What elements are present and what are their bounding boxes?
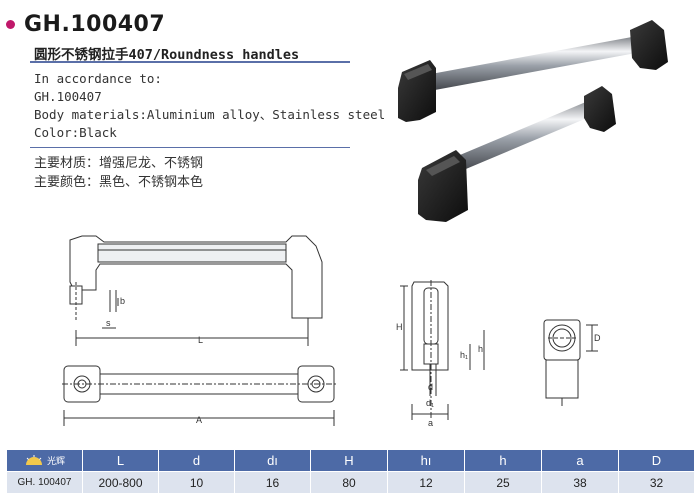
table-cell-a: 38 (541, 471, 619, 494)
brand-cell: 光辉 (6, 449, 83, 472)
table-header-h1: hı (387, 449, 465, 472)
model-cell: GH. 100407 (6, 471, 83, 494)
brand-name: 光辉 (46, 456, 65, 466)
spec-table: 光辉 L d dı H hı h a D GH. 100407 200-800 … (6, 449, 695, 494)
info-divider (30, 147, 350, 148)
table-header-h: h (464, 449, 542, 472)
table-cell-L: 200-800 (82, 471, 159, 494)
table-cell-d: 10 (158, 471, 235, 494)
info-line: Color:Black (34, 125, 117, 140)
dim-label-h: h (478, 344, 483, 354)
dim-label-H: H (396, 322, 403, 332)
dim-label-b: b (120, 296, 125, 306)
dim-label-h1: h₁ (460, 350, 468, 360)
dim-label-d: d (428, 382, 433, 392)
table-row: GH. 100407 200-800 10 16 80 12 25 38 32 (6, 471, 695, 494)
top-view-drawing (62, 365, 338, 426)
info-line: GH.100407 (34, 89, 102, 104)
dim-label-D: D (594, 333, 601, 343)
cn-line: 主要颜色：黑色、不锈钢本色 (34, 175, 204, 190)
table-header-row: 光辉 L d dı H hı h a D (6, 449, 695, 472)
table-cell-h1: 12 (387, 471, 465, 494)
cn-info: 主要材质：增强尼龙、不锈钢 主要颜色：黑色、不锈钢本色 (34, 154, 203, 192)
table-cell-D: 32 (618, 471, 695, 494)
page-title: GH.100407 (24, 11, 166, 37)
cross-section-drawing (543, 319, 598, 406)
cn-line: 主要材质：增强尼龙、不锈钢 (34, 156, 204, 171)
table-header-d: d (158, 449, 235, 472)
technical-drawing: b s L A H h₁ h d d₁ a (62, 20, 668, 428)
table-cell-d1: 16 (234, 471, 311, 494)
sun-logo-icon (25, 455, 42, 465)
table-header-D: D (618, 449, 695, 472)
handle-photo-lower (418, 86, 616, 222)
table-header-a: a (541, 449, 619, 472)
handle-photo-upper (398, 20, 668, 122)
title-bullet (6, 19, 15, 29)
dim-label-L: L (198, 335, 203, 345)
dim-label-d1: d₁ (426, 398, 434, 408)
spec-info: In accordance to: GH.100407 Body materia… (34, 70, 385, 142)
end-view-drawing (400, 280, 485, 420)
dim-label-A: A (196, 415, 202, 425)
table-cell-h: 25 (464, 471, 542, 494)
title-row: GH.100407 (6, 10, 165, 38)
table-header-L: L (82, 449, 159, 472)
page-subtitle: 圆形不锈钢拉手407/Roundness handles (34, 47, 300, 63)
table-header-H: H (310, 449, 388, 472)
dim-label-s: s (106, 318, 111, 328)
table-header-d1: dı (234, 449, 311, 472)
info-line: Body materials:Aluminium alloy、Stainless… (34, 107, 386, 122)
side-view-drawing (69, 235, 323, 346)
dim-label-a: a (428, 418, 433, 428)
info-line: In accordance to: (34, 71, 162, 86)
table-cell-H: 80 (310, 471, 388, 494)
title-divider (30, 61, 350, 63)
